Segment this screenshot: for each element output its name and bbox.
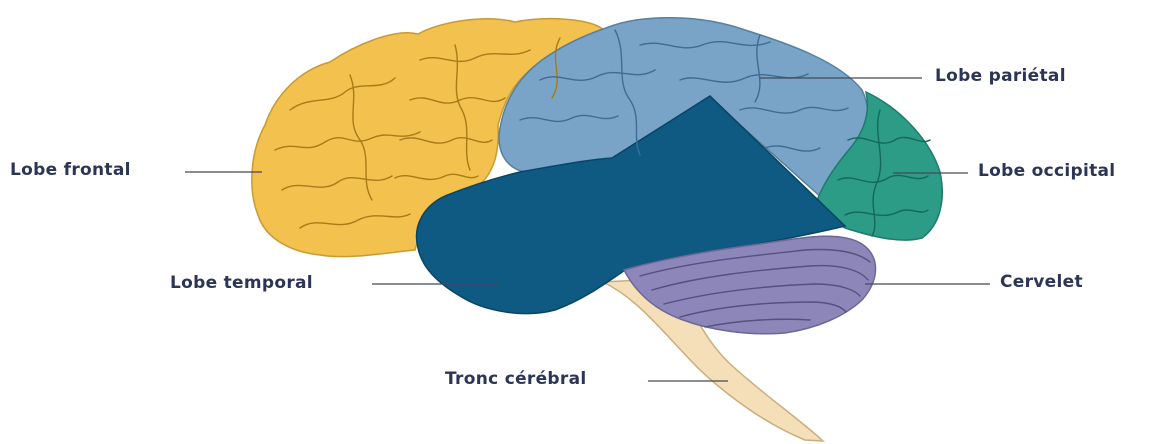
label-brainstem: Tronc cérébral: [445, 369, 586, 389]
label-parietal-lobe: Lobe pariétal: [935, 66, 1066, 86]
label-temporal-lobe: Lobe temporal: [170, 273, 313, 293]
label-cerebellum: Cervelet: [1000, 272, 1083, 292]
label-frontal-lobe: Lobe frontal: [10, 160, 131, 180]
label-occipital-lobe: Lobe occipital: [978, 161, 1115, 181]
